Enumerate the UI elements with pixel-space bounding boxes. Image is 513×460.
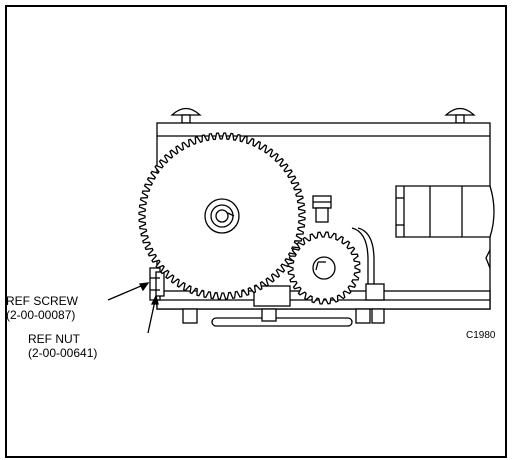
mounting-knob-right <box>446 109 474 124</box>
ref-nut-title: REF NUT <box>28 332 97 346</box>
motor <box>396 186 494 237</box>
large-gear-hub <box>205 199 239 233</box>
center-nut <box>313 196 331 222</box>
ref-screw-title: REF SCREW <box>6 294 78 308</box>
figure-code: C1980 <box>466 329 495 343</box>
ref-screw-label: REF SCREW (2-00-00087) <box>6 294 78 322</box>
ref-nut-label: REF NUT (2-00-00641) <box>28 332 97 360</box>
small-gear-hub <box>313 257 335 279</box>
ref-nut-part-number: (2-00-00641) <box>28 346 97 360</box>
mounting-knob-left <box>172 109 200 124</box>
ref-screw-part-number: (2-00-00087) <box>6 308 78 322</box>
